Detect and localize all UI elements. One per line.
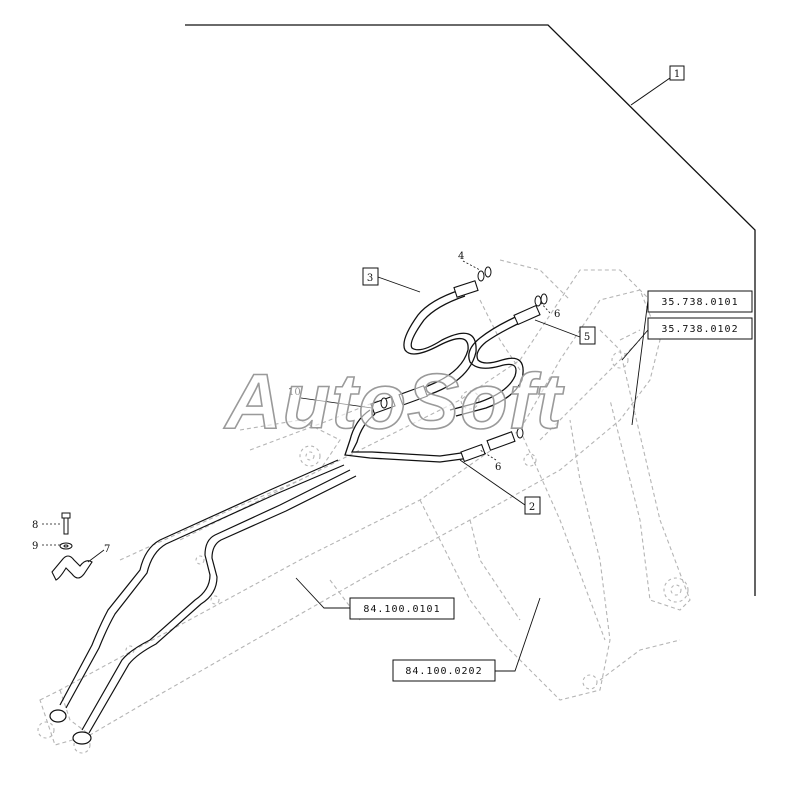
item-7-label: 7 xyxy=(104,544,110,555)
item-4-label: 4 xyxy=(458,251,464,262)
callout-1-leader xyxy=(630,77,671,106)
ref-84-100-0101-box[interactable] xyxy=(349,597,455,620)
ref-84-0101-leader xyxy=(295,577,350,609)
ref-0102-leader xyxy=(621,329,649,361)
callout-3-leader xyxy=(377,276,421,293)
callout-2-leader xyxy=(459,459,526,506)
item-6b-label: 6 xyxy=(495,462,501,473)
ref-84-100-0202-box[interactable] xyxy=(392,659,496,682)
callout-2-label: 2 xyxy=(529,502,535,513)
callout-5-leader xyxy=(534,319,581,338)
item-6a-label: 6 xyxy=(554,309,560,320)
ref-35-738-0102-text[interactable]: 35.738.0102 xyxy=(661,324,738,335)
ref-35-738-0101-text[interactable]: 35.738.0101 xyxy=(661,297,738,308)
group-leader-line xyxy=(185,24,756,596)
hydraulic-hoses xyxy=(344,289,527,463)
item-leaders xyxy=(42,260,551,563)
ref-84-100-0202-text[interactable]: 84.100.0202 xyxy=(405,666,482,677)
item-10-label: 10 xyxy=(288,387,301,398)
ref-35-738-0102-box[interactable] xyxy=(647,317,753,340)
watermark-text: AutoSoft xyxy=(223,357,564,445)
callout-3-box xyxy=(362,267,379,286)
item-8-label: 8 xyxy=(32,520,38,531)
ref-84-100-0101-text[interactable]: 84.100.0101 xyxy=(363,604,440,615)
callout-3-label: 3 xyxy=(367,273,373,284)
item-9-label: 9 xyxy=(32,541,38,552)
pipe-end-fittings xyxy=(49,709,92,745)
callout-5-label: 5 xyxy=(584,332,590,343)
ref-0101-leader xyxy=(631,299,649,426)
ref-84-0202-leader xyxy=(495,597,541,672)
boom-ghost-outline xyxy=(39,259,691,746)
callout-1-label: 1 xyxy=(674,69,680,80)
o-rings xyxy=(380,266,548,439)
clamp-bolt xyxy=(59,512,73,550)
callout-2-box xyxy=(524,496,541,515)
ref-35-738-0101-box[interactable] xyxy=(647,290,753,313)
callout-5-box xyxy=(579,326,596,345)
callout-1-box xyxy=(669,65,685,81)
pipe-clamp xyxy=(51,555,93,581)
steel-pipes xyxy=(59,459,357,734)
